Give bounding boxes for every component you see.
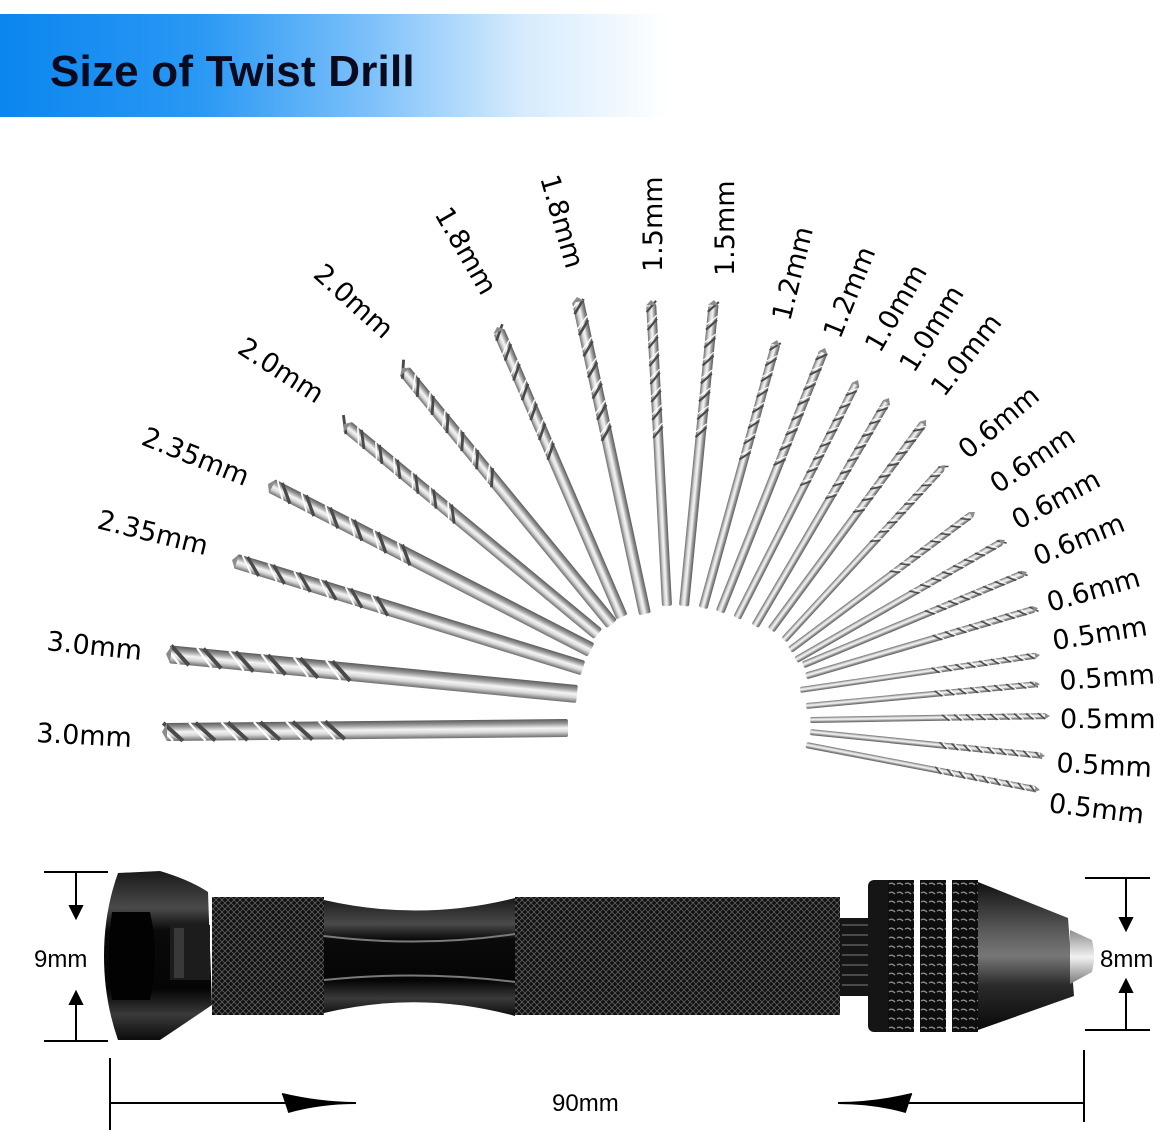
chuck-cone <box>978 882 1074 1030</box>
drill-size-label: 0.6mm <box>1043 563 1143 619</box>
page-title: Size of Twist Drill <box>50 47 415 96</box>
drill-size-label: 0.5mm <box>1050 611 1149 657</box>
drill-bit <box>339 412 602 639</box>
drill-bit <box>493 319 627 619</box>
chuck-height-label: 8mm <box>1100 946 1153 973</box>
drill-size-label: 0.5mm <box>1058 659 1155 697</box>
drill-bit <box>734 379 860 620</box>
dimension-total-length <box>109 1050 1085 1130</box>
drill-bit <box>782 463 951 642</box>
drill-bit <box>645 296 672 607</box>
rear-grip-knurl <box>212 897 324 1015</box>
drill-bit <box>788 511 976 653</box>
drill-size-label: 3.0mm <box>36 718 133 754</box>
drill-bit <box>679 297 720 607</box>
drill-size-label: 2.35mm <box>94 505 211 562</box>
drill-bit <box>155 719 569 743</box>
title-banner: Size of Twist Drill <box>0 14 670 117</box>
drill-size-label: 1.5mm <box>710 180 741 276</box>
drill-size-label: 2.35mm <box>137 422 253 493</box>
drill-bit <box>809 729 1045 760</box>
drill-size-label: 3.0mm <box>45 626 143 667</box>
drill-bit <box>805 742 1041 793</box>
drill-bit <box>163 644 578 703</box>
head-height-label: 9mm <box>34 946 87 973</box>
collet <box>1070 930 1094 984</box>
drill-size-label: 1.8mm <box>533 171 589 271</box>
total-length-label: 90mm <box>552 1090 619 1117</box>
drill-size-label: 1.2mm <box>767 223 820 323</box>
drill-size-label: 0.5mm <box>1047 788 1146 830</box>
drill-bit <box>397 355 617 628</box>
drill-size-label: 0.5mm <box>1056 748 1153 784</box>
drill-bit <box>752 397 890 628</box>
dimension-chuck-height <box>1085 877 1150 1031</box>
chuck-knurl-ring-2 <box>920 880 946 1032</box>
drill-bit <box>799 652 1041 693</box>
dimension-head-height <box>44 871 108 1042</box>
drill-bit <box>267 479 594 656</box>
drill-bit <box>572 294 651 615</box>
drill-size-label: 0.5mm <box>1060 704 1156 735</box>
drill-size-label: 1.5mm <box>638 176 669 272</box>
front-grip-knurl <box>515 897 840 1015</box>
drill-bit <box>805 681 1041 709</box>
drill-bit-fan <box>155 294 1050 793</box>
drill-size-label: 1.8mm <box>428 202 503 300</box>
pin-vise <box>104 871 1094 1040</box>
drill-bit <box>699 339 782 609</box>
drill-bit <box>231 554 585 675</box>
drill-size-label: 2.0mm <box>307 258 399 345</box>
drill-bit <box>805 605 1042 679</box>
chuck-knurl-ring-3 <box>952 880 978 1032</box>
drill-bit <box>802 570 1031 668</box>
chuck-knurl-ring-1 <box>888 880 914 1032</box>
drill-size-label: 2.0mm <box>232 332 329 410</box>
drill-bit <box>794 538 1010 663</box>
drill-bit <box>768 419 927 632</box>
drill-bit <box>716 348 829 614</box>
drill-bit <box>809 712 1050 723</box>
